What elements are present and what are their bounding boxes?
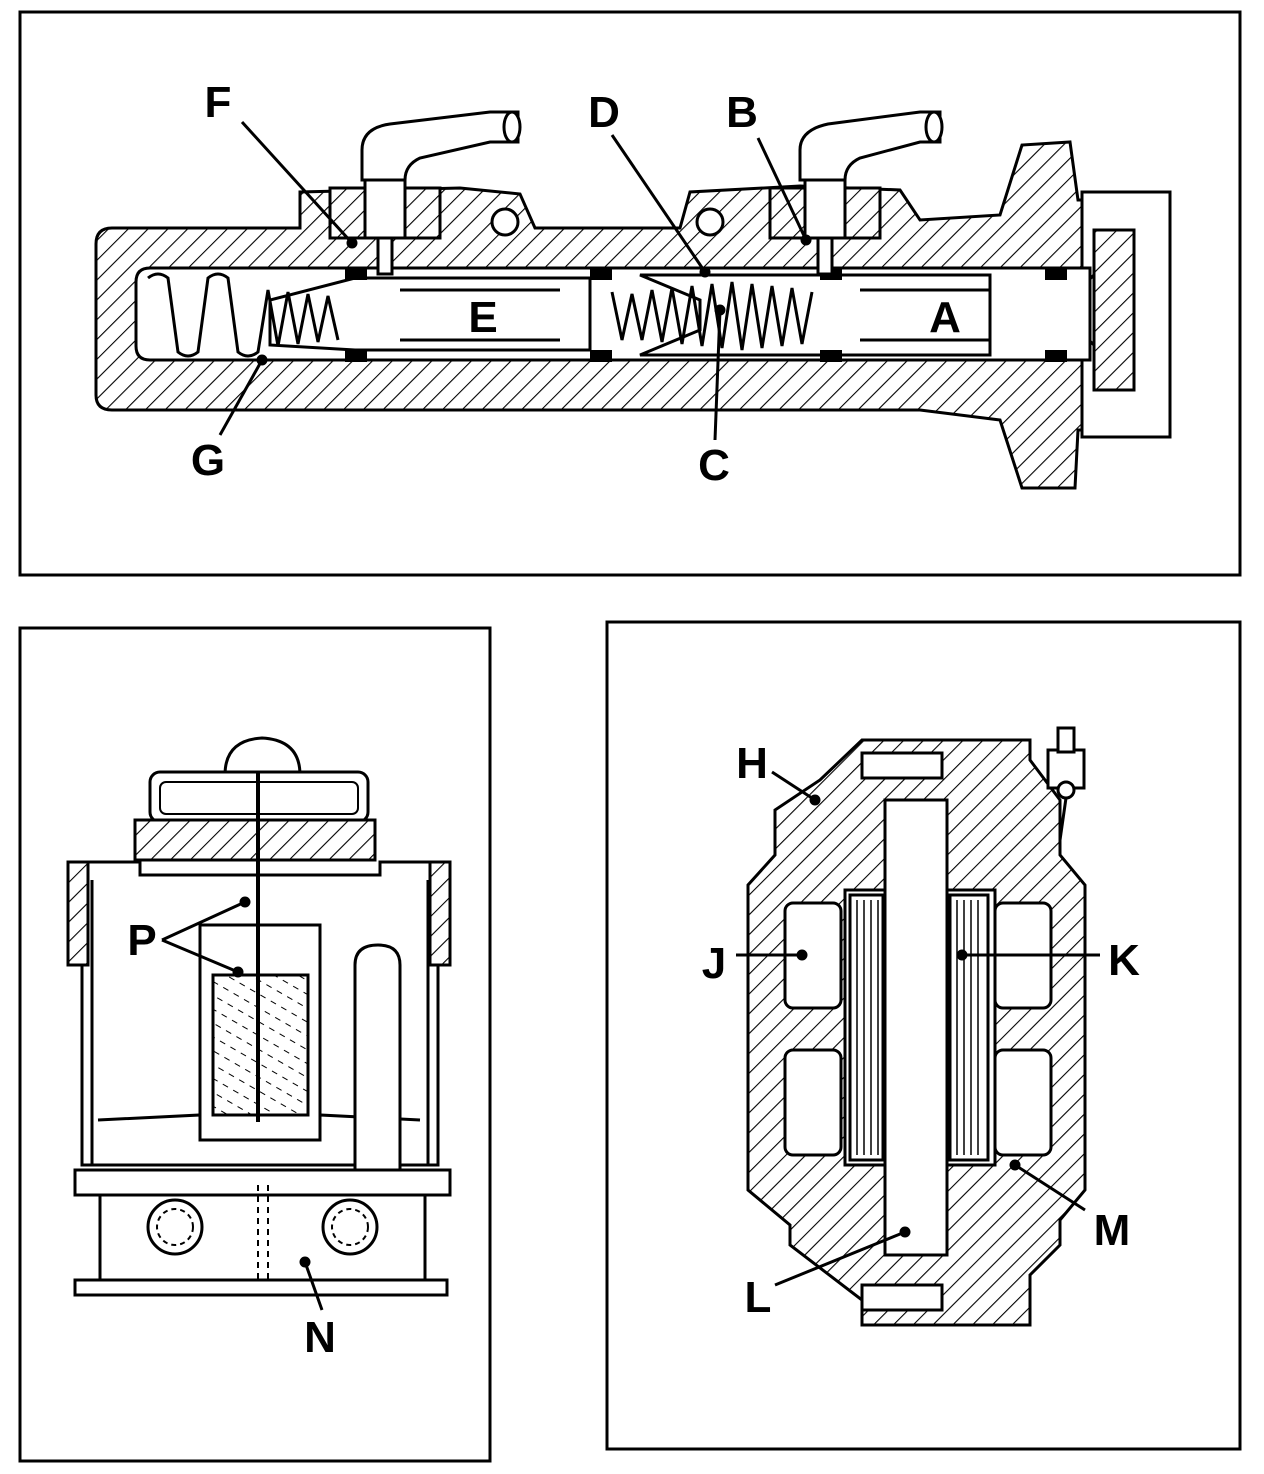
label-b: B: [726, 88, 758, 137]
outlet-port-left: [146, 1198, 204, 1256]
cap-seal: [133, 818, 377, 862]
label-p: P: [127, 916, 156, 965]
label-c: C: [698, 441, 730, 490]
label-f: F: [205, 78, 232, 127]
reservoir-panel: P N: [18, 626, 492, 1463]
baffle-tube: [353, 943, 402, 1172]
outlet-left: [328, 110, 522, 276]
label-k: K: [1108, 936, 1140, 985]
label-g: G: [191, 436, 225, 485]
label-m: M: [1094, 1206, 1131, 1255]
label-h: H: [736, 739, 768, 788]
outlet-right: [768, 110, 944, 276]
reservoir-base: [98, 1193, 427, 1287]
cap-dome: [223, 736, 302, 777]
end-seal: [1092, 228, 1136, 392]
caliper-panel: H J K M L: [605, 620, 1242, 1451]
label-d: D: [588, 88, 620, 137]
pad-right: [948, 893, 990, 1162]
outlet-port-right: [321, 1198, 379, 1256]
label-e: E: [468, 293, 497, 342]
label-n: N: [304, 1313, 336, 1362]
label-j: J: [702, 939, 726, 988]
secondary-spring: [610, 281, 814, 351]
secondary-piston: [639, 273, 992, 357]
piston-lower-left: [783, 1048, 843, 1157]
label-a: A: [929, 293, 961, 342]
brake-disc: [883, 798, 949, 1257]
float: [211, 973, 310, 1117]
bleed-nipple: [1046, 726, 1086, 841]
label-l: L: [745, 1273, 772, 1322]
master-cylinder-panel: F D B E A G C: [18, 10, 1242, 577]
pad-left: [848, 893, 885, 1162]
piston-lower-right: [993, 1048, 1053, 1157]
primary-spring: [147, 272, 340, 358]
